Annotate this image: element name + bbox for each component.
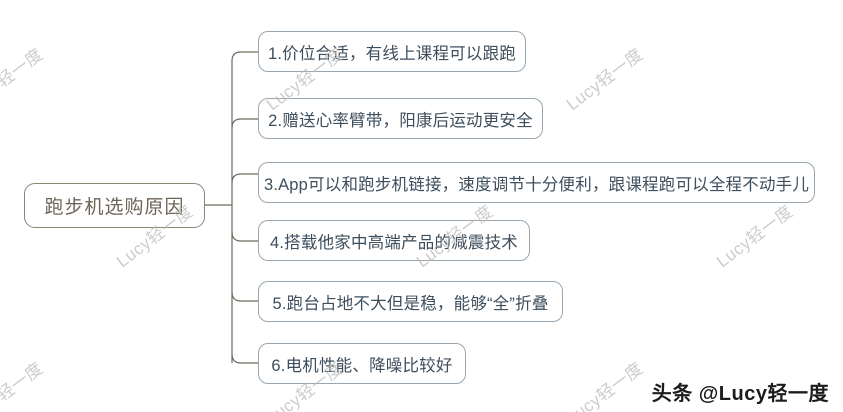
footer-byline: 头条 @Lucy轻一度 xyxy=(651,383,829,405)
branch-node-5[interactable]: 5.跑台占地不大但是稳，能够“全”折叠 xyxy=(258,281,563,322)
branch-node-2-label: 2.赠送心率臂带，阳康后运动更安全 xyxy=(268,111,533,130)
connector-branch-3-corner xyxy=(231,173,258,184)
connector-branch-1 xyxy=(231,51,258,62)
branch-node-2[interactable]: 2.赠送心率臂带，阳康后运动更安全 xyxy=(258,98,543,139)
branch-node-6[interactable]: 6.电机性能、降噪比较好 xyxy=(258,343,466,384)
branch-node-4[interactable]: 4.搭载他家中高端产品的减震技术 xyxy=(258,220,530,261)
branch-node-6-label: 6.电机性能、降噪比较好 xyxy=(271,356,453,375)
branch-node-1[interactable]: 1.价位合适，有线上课程可以跟跑 xyxy=(258,31,526,72)
connector-branch-2-corner xyxy=(231,118,242,129)
branch-node-5-label: 5.跑台占地不大但是稳，能够“全”折叠 xyxy=(272,294,549,313)
branch-node-3-label: 3.App可以和跑步机链接，速度调节十分便利，跟课程跑可以全程不动手儿 xyxy=(263,175,810,194)
connector-branch-6 xyxy=(231,353,258,364)
branch-node-1-label: 1.价位合适，有线上课程可以跟跑 xyxy=(268,44,516,63)
branch-node-4-label: 4.搭载他家中高端产品的减震技术 xyxy=(270,233,518,252)
root-node[interactable]: 跑步机选购原因 xyxy=(24,183,205,228)
connector-branch-5 xyxy=(231,291,258,302)
connector-branch-4 xyxy=(231,231,258,242)
root-node-label: 跑步机选购原因 xyxy=(44,197,185,218)
branch-node-3[interactable]: 3.App可以和跑步机链接，速度调节十分便利，跟课程跑可以全程不动手儿 xyxy=(258,162,815,203)
